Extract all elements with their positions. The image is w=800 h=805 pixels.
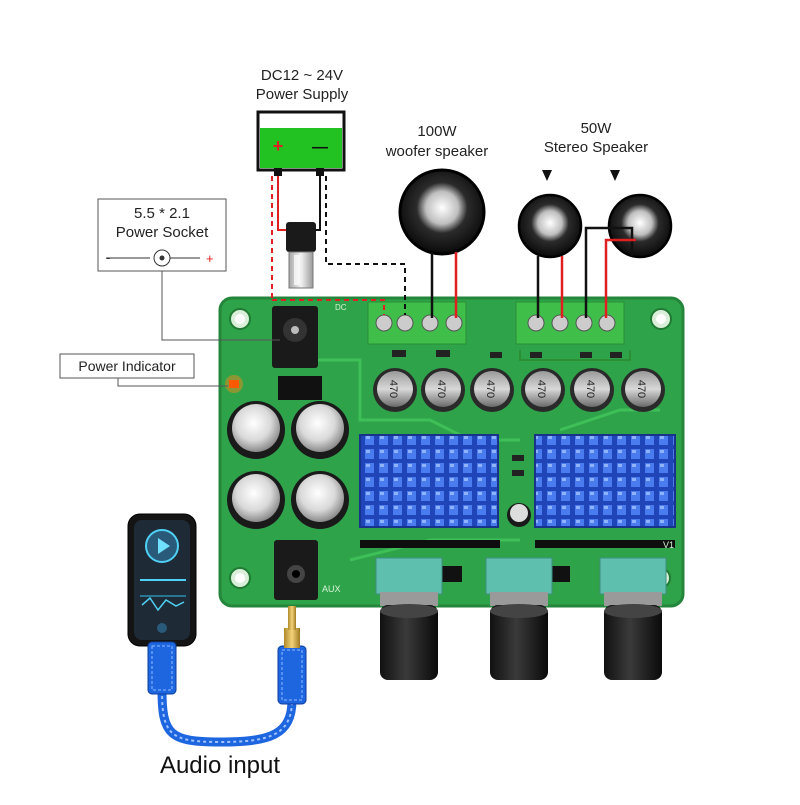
socket-plus: + <box>206 251 214 266</box>
audio-plug-right <box>277 606 307 705</box>
knob-icon[interactable] <box>375 557 443 680</box>
stereo-line2: Stereo Speaker <box>544 139 648 156</box>
battery-icon <box>256 110 346 172</box>
woofer-line1: 100W <box>417 123 457 140</box>
capacitor-icon <box>227 401 349 529</box>
dc-socket-icon <box>272 306 318 368</box>
regulator-chip <box>278 376 322 400</box>
inductor-mark-2: 470 <box>435 380 447 398</box>
dc-plug-icon <box>286 222 316 289</box>
phone-icon <box>127 513 197 647</box>
knob-icon[interactable] <box>599 557 667 680</box>
power-indicator-callout <box>59 353 195 379</box>
socket-line1: 5.5 * 2.1 <box>134 205 190 222</box>
inductor-mark-5: 470 <box>584 380 596 398</box>
socket-minus: - <box>106 250 110 265</box>
heatsink-icon <box>359 434 676 528</box>
speaker-icon <box>607 193 673 259</box>
power-supply-line1: DC12 ~ 24V <box>261 67 343 84</box>
speaker-icon <box>398 168 486 256</box>
inductor-row: 470 470 470 470 470 470 <box>373 368 665 412</box>
audio-jack-icon <box>274 540 318 600</box>
marker-triangle <box>610 170 620 181</box>
terminal-block-woofer <box>367 301 467 345</box>
audio-plug-left <box>147 641 177 695</box>
inductor-mark-1: 470 <box>387 380 399 398</box>
woofer-line2: woofer speaker <box>385 143 489 160</box>
audio-cable <box>157 689 297 747</box>
marker-triangle <box>542 170 552 181</box>
audio-input-label: Audio input <box>160 752 280 779</box>
power-indicator-label: Power Indicator <box>78 358 176 374</box>
knob-icon[interactable] <box>485 557 553 680</box>
speaker-icon <box>517 193 583 259</box>
power-led-icon <box>225 375 243 393</box>
inductor-mark-4: 470 <box>535 380 547 398</box>
inductor-mark-3: 470 <box>484 380 496 398</box>
dc-label: DC <box>335 303 347 312</box>
version-label: V1 <box>663 540 674 550</box>
inductor-mark-6: 470 <box>635 380 647 398</box>
aux-label: AUX <box>322 584 341 594</box>
terminal-block-stereo <box>515 301 625 345</box>
battery-minus: — <box>312 139 328 156</box>
ic-chips <box>440 566 570 582</box>
battery-plus: + <box>273 136 284 156</box>
stereo-line1: 50W <box>581 120 613 137</box>
socket-line2: Power Socket <box>116 224 209 241</box>
power-supply-line2: Power Supply <box>256 86 349 103</box>
